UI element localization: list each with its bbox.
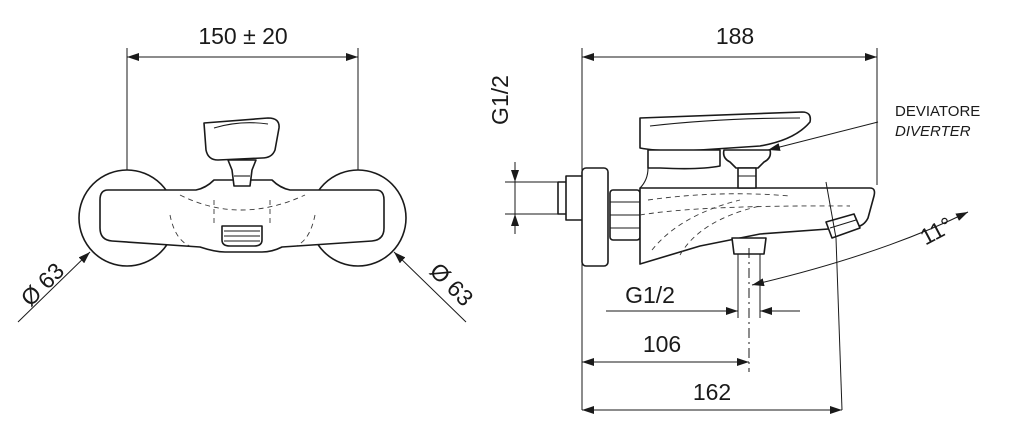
handle-stem-front	[227, 159, 257, 187]
diverter-leader	[767, 121, 879, 151]
width-dimension-label: 150 ± 20	[198, 23, 287, 49]
diameter-label-left: Ø 63	[16, 258, 70, 312]
angle-label: 11°	[916, 212, 957, 250]
diverter-label-it: DEVIATORE	[895, 103, 980, 120]
front-view: 150 ± 20 Ø 63 Ø 63	[16, 23, 479, 323]
diverter-stem	[737, 167, 757, 189]
outlet-distance-label: 106	[643, 331, 681, 357]
diameter-label-right: Ø 63	[425, 258, 479, 312]
angle-arc	[751, 211, 969, 287]
spout-axis-line	[835, 237, 843, 411]
diameter-leader-left	[17, 251, 91, 323]
spout-distance-label: 162	[693, 379, 731, 405]
inlet-thread-label: G1/2	[487, 75, 513, 125]
handle-front	[203, 117, 280, 161]
diameter-leader-right	[393, 251, 467, 323]
diverter-knob	[722, 149, 772, 169]
outlet-thread-label: G1/2	[625, 282, 675, 308]
side-view: 188 G1/2 DE	[487, 23, 980, 414]
wall-flange-side	[581, 167, 609, 267]
diverter-label-en: DIVERTER	[895, 123, 971, 140]
length-dimension-label: 188	[716, 23, 754, 49]
mixer-body-front	[99, 179, 385, 253]
